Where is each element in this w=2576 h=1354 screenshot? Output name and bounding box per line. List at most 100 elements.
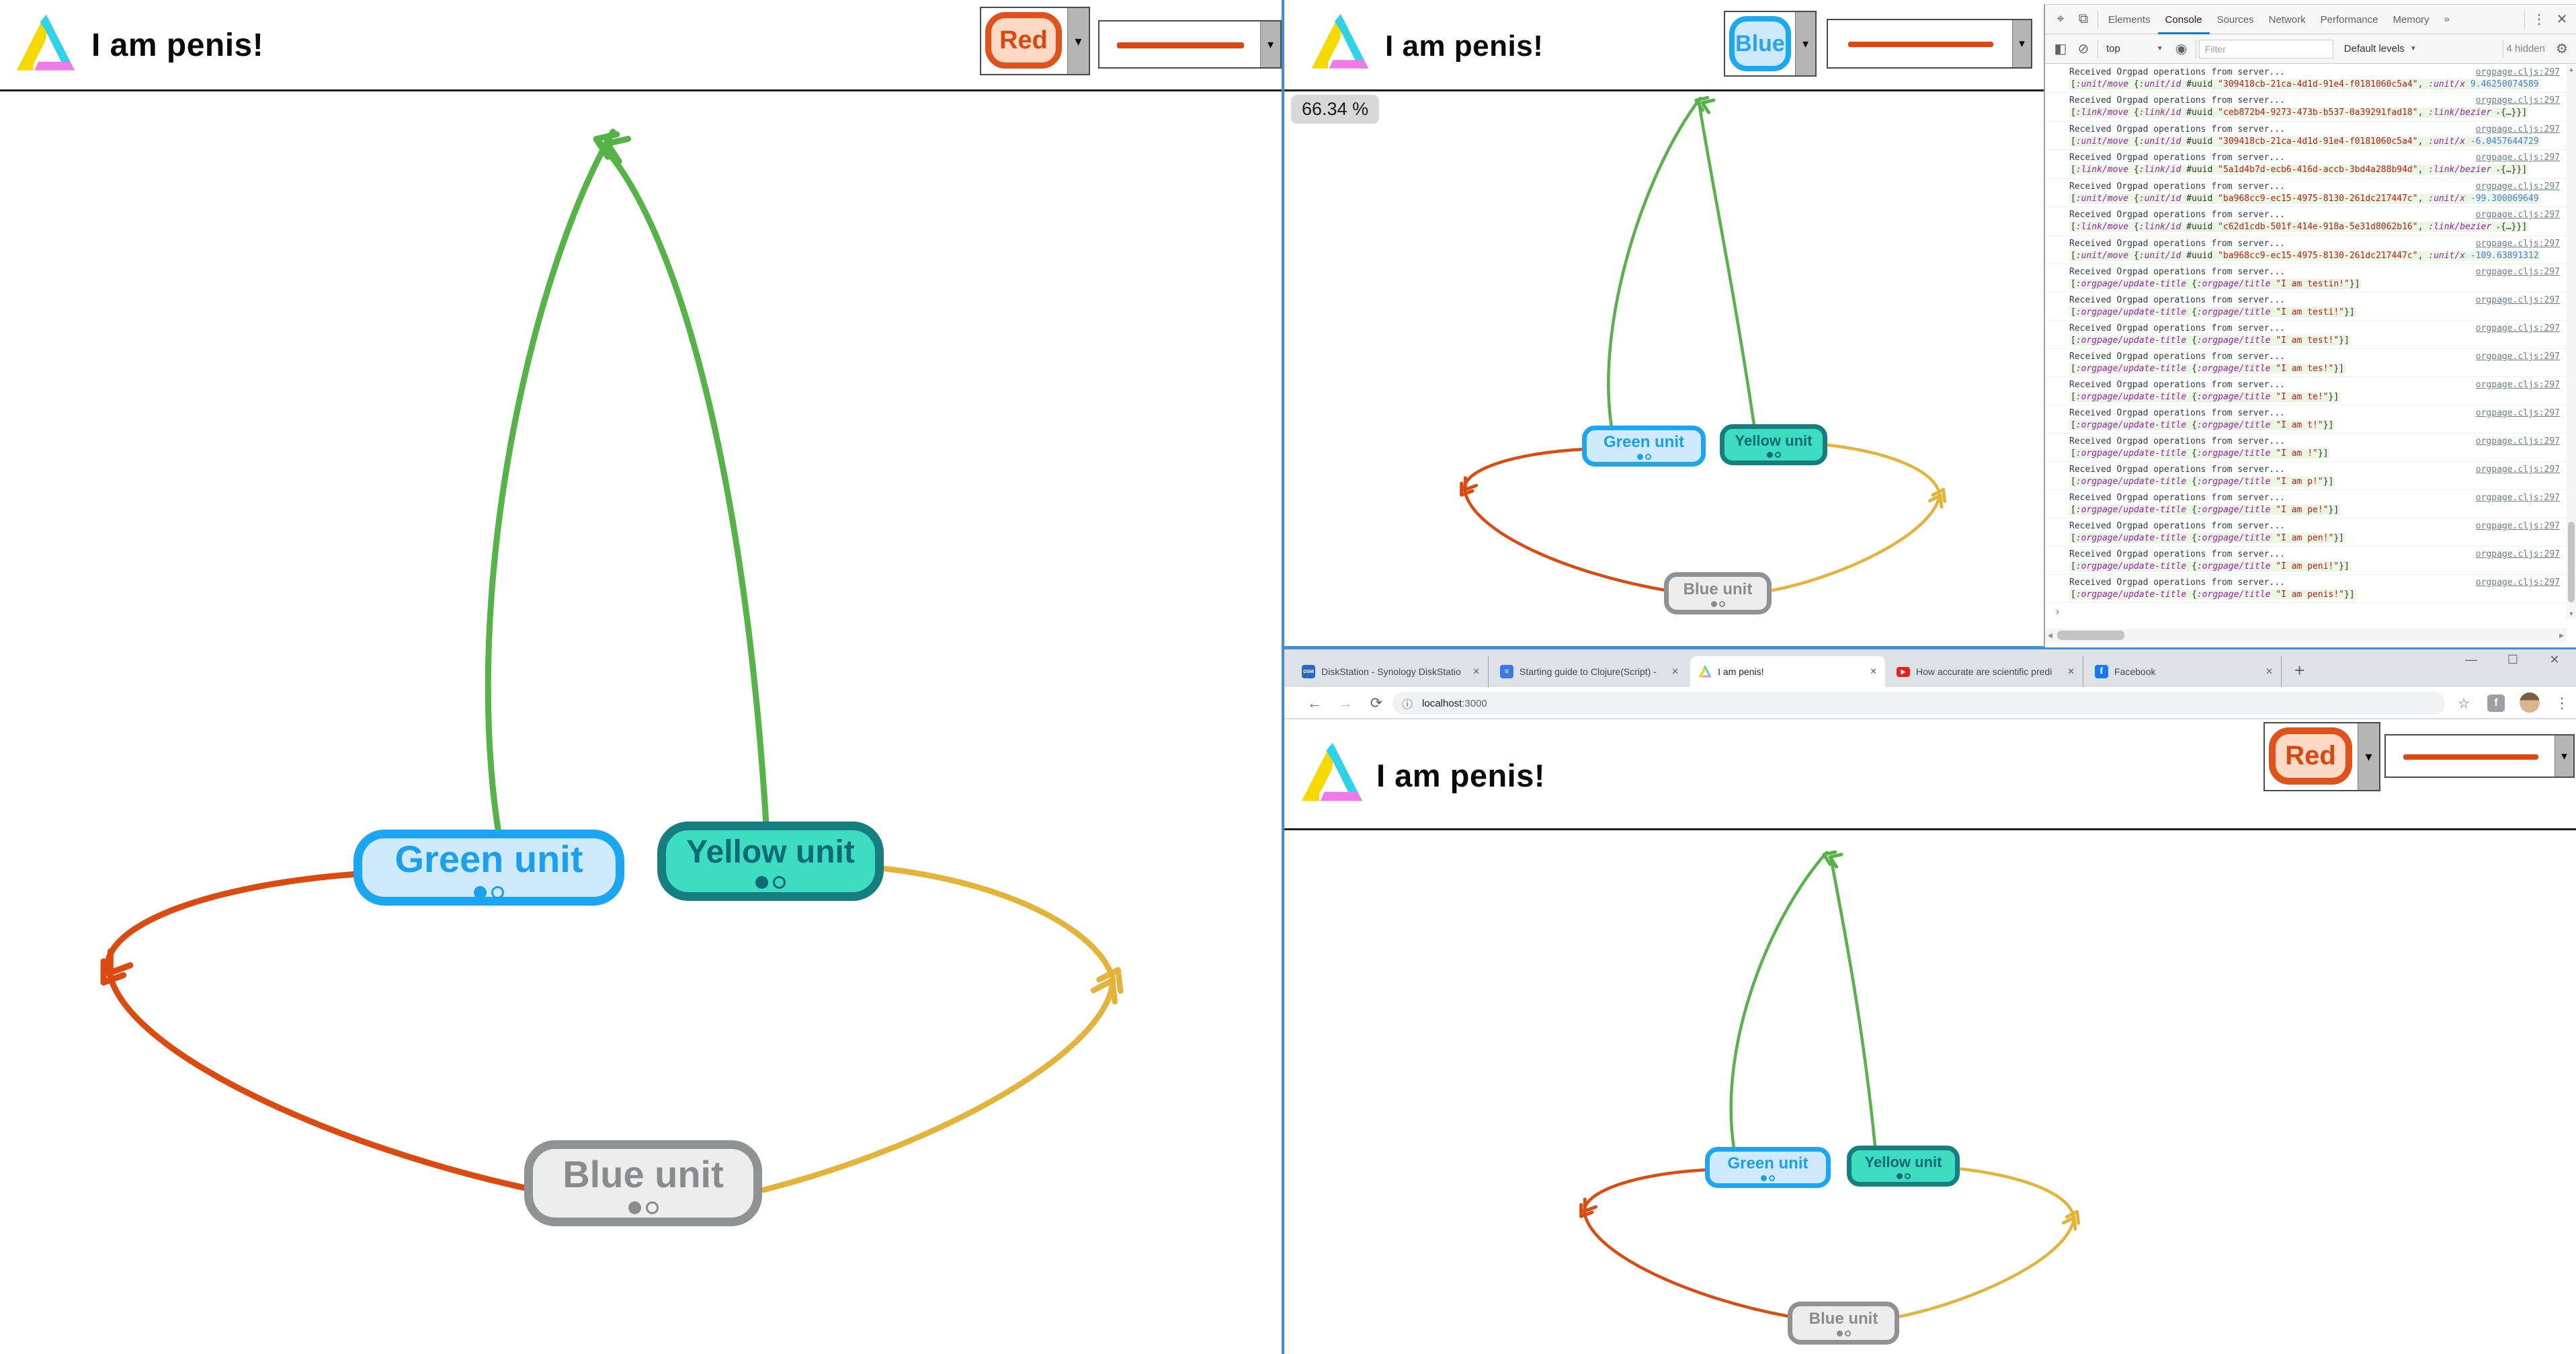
browser-menu-dots-icon[interactable]: ⋮ [2554, 694, 2569, 711]
bookmark-star-icon[interactable]: ☆ [2458, 696, 2470, 711]
scroll-down-icon[interactable]: ▼ [2568, 610, 2575, 617]
dropdown-arrow-icon[interactable]: ▾ [2358, 723, 2379, 790]
source-link[interactable]: orgpage.cljs:297 [2475, 153, 2560, 163]
source-link[interactable]: orgpage.cljs:297 [2475, 465, 2560, 475]
unit-node-blue[interactable]: Blue unit [1664, 572, 1772, 614]
extension-icon[interactable]: f [2487, 694, 2505, 712]
console-filter-input[interactable] [2198, 39, 2333, 58]
console-settings-gear-icon[interactable]: ⚙ [2556, 42, 2568, 56]
source-link[interactable]: orgpage.cljs:297 [2475, 295, 2560, 305]
source-link[interactable]: orgpage.cljs:297 [2475, 549, 2560, 559]
devtools-tab-memory[interactable]: Memory [2393, 13, 2429, 26]
browser-tab-3[interactable]: I am penis!✕ [1690, 656, 1885, 687]
browser-tab-4[interactable]: ▶How accurate are scientific predi✕ [1888, 656, 2083, 687]
window-close-button[interactable]: ✕ [2549, 652, 2560, 666]
link-green-a [485, 128, 616, 837]
tab-close-icon[interactable]: ✕ [2266, 666, 2273, 676]
source-link[interactable]: orgpage.cljs:297 [2475, 436, 2560, 446]
context-caret-icon[interactable]: ▼ [2156, 45, 2163, 52]
source-link[interactable]: orgpage.cljs:297 [2475, 352, 2560, 362]
line-style-select-top-right[interactable]: ▾ [1827, 19, 2032, 69]
scrollbar-thumb[interactable] [2568, 522, 2575, 602]
dropdown-arrow-icon[interactable]: ▾ [1260, 22, 1280, 67]
forward-button-icon[interactable]: → [1338, 694, 1353, 711]
source-link[interactable]: orgpage.cljs:297 [2475, 124, 2560, 134]
color-select-top-right[interactable]: Blue ▾ [1724, 11, 1817, 77]
unit-node-yellow[interactable]: Yellow unit [1720, 424, 1827, 465]
source-link[interactable]: orgpage.cljs:297 [2475, 380, 2560, 390]
window-maximize-button[interactable]: ☐ [2507, 652, 2519, 666]
scroll-right-icon[interactable]: ▶ [2559, 632, 2564, 639]
window-edge-divider [1282, 0, 1284, 1354]
source-link[interactable]: orgpage.cljs:297 [2475, 182, 2560, 192]
unit-label: Blue unit [1683, 580, 1753, 598]
devtools-tab-network[interactable]: Network [2268, 13, 2306, 26]
unit-node-blue[interactable]: Blue unit [524, 1140, 762, 1226]
log-levels-selector[interactable]: Default levels [2343, 43, 2405, 54]
unit-node-green[interactable]: Green unit [354, 830, 624, 906]
source-link[interactable]: orgpage.cljs:297 [2475, 67, 2560, 77]
source-link[interactable]: orgpage.cljs:297 [2475, 239, 2560, 249]
source-link[interactable]: orgpage.cljs:297 [2475, 323, 2560, 333]
devtools-tab-elements[interactable]: Elements [2108, 13, 2151, 26]
source-link[interactable]: orgpage.cljs:297 [2475, 493, 2560, 503]
devtools-close-icon[interactable]: ✕ [2556, 12, 2568, 27]
color-select-bottom-right[interactable]: Red ▾ [2263, 722, 2380, 791]
unit-node-blue[interactable]: Blue unit [1788, 1302, 1899, 1345]
new-tab-button[interactable]: + [2294, 660, 2305, 680]
levels-caret-icon[interactable]: ▼ [2409, 45, 2417, 52]
dropdown-arrow-icon[interactable]: ▾ [2012, 20, 2031, 67]
reload-button-icon[interactable]: ⟳ [1370, 694, 1383, 711]
color-select-left[interactable]: Red ▾ [980, 7, 1090, 75]
unit-node-green[interactable]: Green unit [1705, 1147, 1831, 1188]
color-chip-blue[interactable]: Blue [1729, 16, 1791, 71]
device-toolbar-icon[interactable]: ⧉ [2078, 11, 2089, 26]
window-minimize-button[interactable]: — [2465, 652, 2477, 666]
unit-node-green[interactable]: Green unit [1582, 426, 1706, 467]
console-prompt[interactable]: › [2054, 606, 2061, 618]
source-link[interactable]: orgpage.cljs:297 [2475, 95, 2560, 106]
tab-close-icon[interactable]: ✕ [1671, 666, 1679, 676]
color-chip-red[interactable]: Red [2269, 727, 2352, 785]
source-link[interactable]: orgpage.cljs:297 [2475, 210, 2560, 220]
dropdown-arrow-icon[interactable]: ▾ [2554, 735, 2573, 776]
color-chip-red[interactable]: Red [985, 12, 1062, 69]
tab-close-icon[interactable]: ✕ [1472, 666, 1480, 676]
unit-pagination-dots-icon [755, 876, 786, 889]
scroll-up-icon[interactable]: ▲ [2568, 66, 2575, 73]
dropdown-arrow-icon[interactable]: ▾ [1067, 8, 1089, 74]
unit-node-yellow[interactable]: Yellow unit [657, 822, 884, 901]
clear-console-icon[interactable]: ⊘ [2077, 42, 2089, 56]
source-link[interactable]: orgpage.cljs:297 [2475, 267, 2560, 277]
dropdown-arrow-icon[interactable]: ▾ [1795, 12, 1815, 75]
console-horizontal-scrollbar[interactable]: ◀ ▶ [2045, 629, 2567, 642]
line-style-select-left[interactable]: ▾ [1098, 20, 1282, 69]
profile-avatar[interactable] [2520, 692, 2540, 713]
source-link[interactable]: orgpage.cljs:297 [2475, 578, 2560, 588]
back-button-icon[interactable]: ← [1307, 694, 1322, 711]
line-style-select-bottom-right[interactable]: ▾ [2384, 734, 2575, 778]
devtools-tab-sources[interactable]: Sources [2216, 13, 2254, 26]
url-omnibox[interactable]: ⓘ localhost :3000 [1393, 692, 2445, 715]
devtools-tab-console[interactable]: Console [2158, 5, 2210, 34]
tab-close-icon[interactable]: ✕ [2067, 666, 2075, 676]
tab-close-icon[interactable]: ✕ [1870, 666, 1877, 676]
live-expression-eye-icon[interactable]: ◉ [2175, 42, 2188, 56]
scroll-left-icon[interactable]: ◀ [2048, 632, 2052, 639]
browser-tab-2[interactable]: ≡Starting guide to Clojure(Script) -✕ [1492, 656, 1687, 687]
console-vertical-scrollbar[interactable]: ▲ ▼ [2567, 65, 2576, 619]
console-sidebar-icon[interactable]: ◧ [2054, 42, 2067, 56]
devtools-more-tabs[interactable]: » [2444, 13, 2450, 25]
inspect-element-icon[interactable]: ⌖ [2056, 11, 2065, 26]
context-selector[interactable]: top [2106, 43, 2120, 54]
source-link[interactable]: orgpage.cljs:297 [2475, 521, 2560, 531]
site-info-icon[interactable]: ⓘ [1402, 699, 1413, 711]
source-link[interactable]: orgpage.cljs:297 [2475, 408, 2560, 418]
console-message: Received Orgpad operations from server..… [2045, 264, 2567, 292]
scrollbar-thumb[interactable] [2057, 631, 2124, 640]
devtools-menu-icon[interactable]: ⋮ [2532, 12, 2546, 27]
devtools-tab-performance[interactable]: Performance [2320, 13, 2378, 26]
unit-node-yellow[interactable]: Yellow unit [1847, 1146, 1960, 1187]
